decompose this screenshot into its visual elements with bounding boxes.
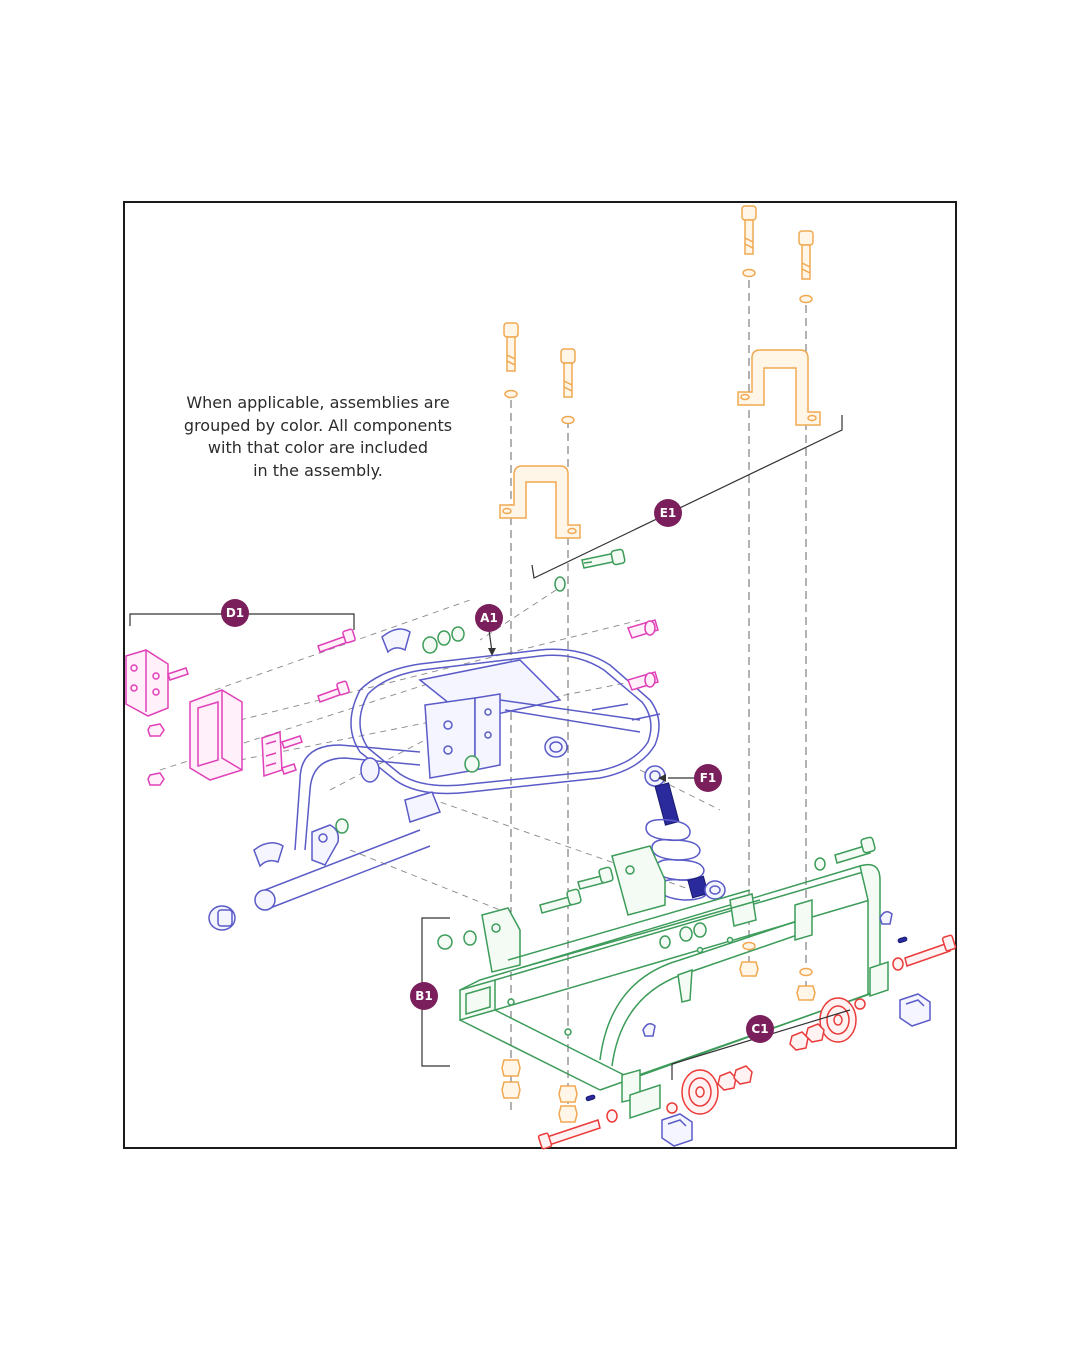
green-bolt — [581, 548, 626, 569]
callout-e1: E1 — [654, 499, 682, 527]
assembly-e1-parts — [499, 205, 821, 1123]
green-bolt — [577, 866, 614, 890]
callout-e1-badge — [654, 499, 682, 527]
note-line: grouped by color. All components — [183, 415, 453, 435]
callout-d1: D1 — [221, 599, 249, 627]
callout-e1-label: E1 — [660, 506, 677, 520]
red-wheel — [681, 1069, 719, 1115]
green-bolt — [834, 836, 876, 864]
green-bolt — [539, 888, 582, 914]
assembly-d1-parts — [125, 619, 659, 786]
blue-end-cap — [208, 905, 236, 931]
callout-d1-label: D1 — [226, 606, 244, 620]
callout-d1-badge — [221, 599, 249, 627]
red-wheel — [819, 997, 857, 1043]
assembly-f1-shock-absorber — [644, 765, 726, 901]
callout-a1: A1 — [475, 604, 503, 632]
assembly-c1-wheels — [537, 934, 957, 1150]
callout-f1-label: F1 — [700, 771, 717, 785]
assembly-b1-base-frame — [335, 548, 889, 1120]
callout-a1-badge — [475, 604, 503, 632]
orange-bracket-lower — [499, 465, 581, 539]
callout-a1-label: A1 — [480, 611, 498, 625]
navy-square-cap — [661, 1113, 693, 1147]
note-line: in the assembly. — [253, 460, 383, 480]
callout-c1: C1 — [746, 1015, 774, 1043]
orange-bolt — [560, 348, 576, 425]
orange-bracket-upper — [737, 349, 821, 426]
orange-bottom-hardware — [501, 941, 816, 1123]
assembly-color-note: When applicable, assemblies are grouped … — [178, 392, 458, 482]
assembly-a1-seat-frame — [208, 628, 661, 931]
callout-b1-label: B1 — [415, 989, 433, 1003]
note-line: When applicable, assemblies are — [186, 393, 450, 412]
callout-f1: F1 — [694, 764, 722, 792]
navy-caps — [585, 911, 931, 1147]
callout-b1-badge — [410, 982, 438, 1010]
callout-c1-label: C1 — [751, 1022, 768, 1036]
note-line: with that color are included — [207, 438, 429, 457]
callout-c1-badge — [746, 1015, 774, 1043]
orange-bolt — [741, 205, 757, 278]
orange-bolt — [798, 230, 814, 304]
diagram-frame — [123, 201, 957, 1149]
callout-f1-badge — [694, 764, 722, 792]
navy-square-cap — [899, 993, 931, 1027]
callout-b1: B1 — [410, 982, 438, 1010]
orange-bolt — [503, 322, 519, 399]
